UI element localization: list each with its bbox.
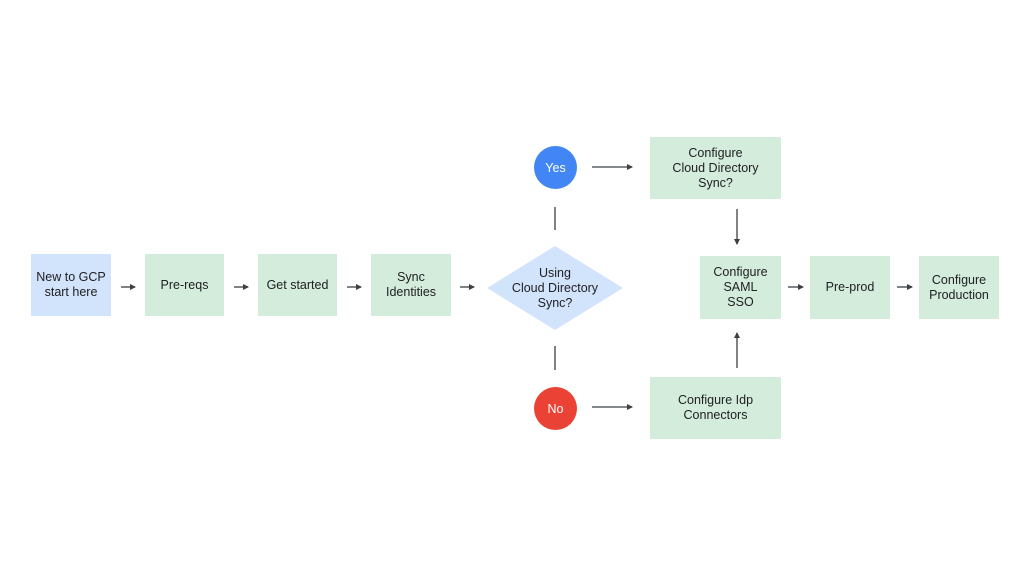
configure-cds-node-label: Configure Cloud Directory Sync? [672, 145, 759, 190]
configure-production-node: Configure Production [919, 256, 999, 319]
decision-node: Using Cloud Directory Sync? [487, 246, 623, 330]
yes-node-label: Yes [545, 160, 566, 175]
decision-diamond [487, 246, 623, 330]
prereqs-node: Pre-reqs [145, 254, 224, 316]
start-node-label: New to GCP start here [36, 270, 106, 299]
sync-identities-node-label: Sync Identities [385, 270, 437, 299]
pre-prod-node-label: Pre-prod [825, 280, 875, 294]
get-started-node: Get started [258, 254, 337, 316]
configure-cds-node: Configure Cloud Directory Sync? [650, 137, 781, 199]
decision-node-label: Using Cloud Directory Sync? [511, 265, 599, 310]
prereqs-node-label: Pre-reqs [160, 277, 209, 292]
configure-saml-node-label: Configure SAML SSO [713, 265, 768, 309]
get-started-node-label: Get started [266, 277, 329, 292]
configure-saml-node: Configure SAML SSO [700, 256, 781, 319]
pre-prod-node: Pre-prod [810, 256, 890, 319]
start-node: New to GCP start here [31, 254, 111, 316]
no-node: No [534, 387, 577, 430]
sync-identities-node: Sync Identities [371, 254, 451, 316]
configure-production-node-label: Configure Production [929, 272, 989, 302]
configure-idp-node-label: Configure Idp Connectors [677, 393, 754, 422]
no-node-label: No [547, 401, 564, 416]
yes-node: Yes [534, 146, 577, 189]
configure-idp-node: Configure Idp Connectors [650, 377, 781, 439]
